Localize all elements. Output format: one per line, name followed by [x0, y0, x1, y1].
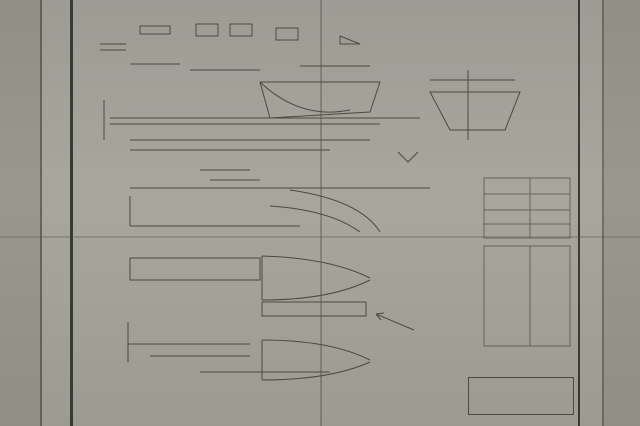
- lower-hull-view-2: [127, 322, 371, 381]
- left-border-line: [70, 0, 73, 426]
- upper-profile-view: [103, 63, 521, 163]
- right-border-line: [578, 0, 580, 426]
- lower-hull-view-1: [129, 255, 371, 317]
- middle-plan-view: [129, 169, 430, 233]
- horizontal-fold: [0, 236, 640, 238]
- right-margin-line: [602, 0, 604, 426]
- pointer-arrow: [375, 312, 415, 331]
- vertical-fold: [320, 0, 322, 426]
- title-block: [468, 377, 574, 415]
- left-margin-line: [40, 0, 42, 426]
- top-legend-symbols: [100, 23, 361, 51]
- right-table: [483, 177, 571, 347]
